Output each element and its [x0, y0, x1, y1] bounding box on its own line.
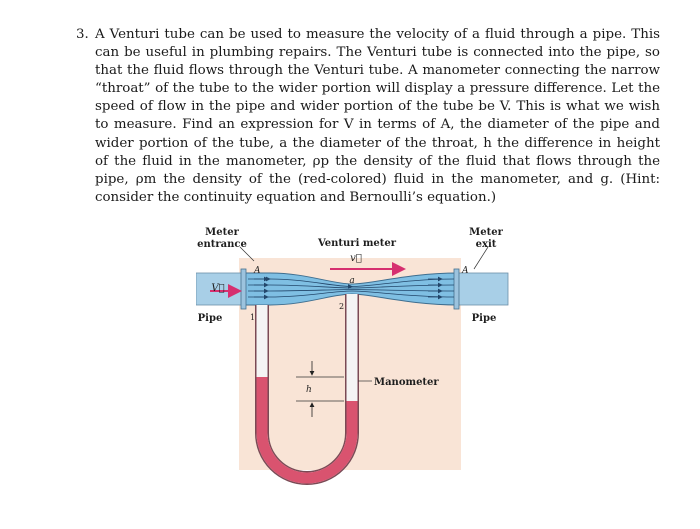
streamlines [248, 276, 455, 300]
meter-exit-leader [473, 246, 489, 270]
outlet-flange [453, 268, 460, 310]
meter-entrance-leader [239, 246, 255, 262]
problem-statement: 3. A Venturi tube can be used to measure… [76, 26, 660, 207]
label-manometer: Manometer [374, 377, 439, 388]
problem-text: A Venturi tube can be used to measure th… [95, 27, 660, 205]
label-venturi-meter: Venturi meter [317, 238, 397, 249]
problem-number: 3. [76, 27, 89, 42]
label-meter-entrance-2: entrance [197, 239, 247, 250]
label-point-2: 2 [339, 302, 344, 311]
venturi-diagram: Meter entrance Venturi meter Meter exit … [196, 227, 509, 485]
label-v-throat: v⃗ [350, 253, 362, 264]
label-point-1: 1 [250, 313, 255, 322]
manometer-u-tube [255, 294, 359, 485]
label-meter-exit-1: Meter [469, 227, 503, 238]
label-v-entrance: V⃗ [211, 283, 224, 294]
label-area-left: A [253, 266, 261, 276]
label-meter-entrance-1: Meter [205, 227, 239, 238]
venturi-figure: Meter entrance Venturi meter Meter exit … [196, 225, 516, 490]
label-pipe-left: Pipe [198, 313, 223, 324]
inlet-flange [240, 268, 247, 310]
label-height: h [306, 385, 312, 395]
label-pipe-right: Pipe [472, 313, 497, 324]
outlet-pipe [457, 272, 509, 306]
label-area-right: A [461, 266, 469, 276]
label-area-throat: a [349, 276, 354, 286]
label-meter-exit-2: exit [476, 239, 497, 250]
